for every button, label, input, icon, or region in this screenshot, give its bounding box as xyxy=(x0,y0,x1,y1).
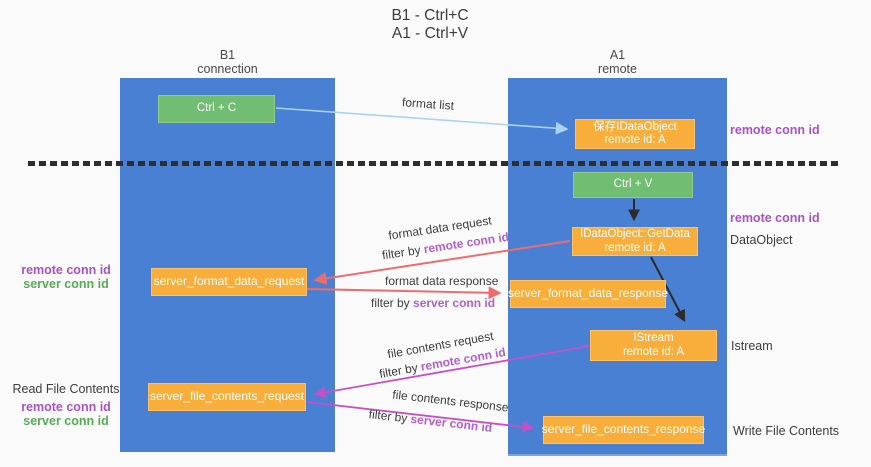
side-label-group-conn-ids-2: Read File Contents remote conn id server… xyxy=(10,382,122,428)
lane-b1-name: B1 xyxy=(219,48,236,62)
node-server-file-contents-response: server_file_contents_response xyxy=(541,416,706,444)
side-label-dataobject: DataObject xyxy=(730,233,793,247)
side-label-write-file-contents: Write File Contents xyxy=(733,424,840,438)
node-server-file-contents-request: server_file_contents_request xyxy=(148,383,306,411)
label-filter-by-server-conn-id-1: filter by server conn id xyxy=(371,296,495,310)
lane-header-a1: A1 remote xyxy=(508,48,727,76)
side-label-istream: Istream xyxy=(731,339,773,353)
side-label-group-conn-ids-1: remote conn id server conn id xyxy=(18,263,114,291)
filter-by-text: filter by xyxy=(371,296,410,310)
title-line-1: B1 - Ctrl+C xyxy=(391,7,469,24)
node-server-format-data-response: server_format_data_response xyxy=(507,280,669,308)
side-label-server-conn-id-left2: server conn id xyxy=(23,414,109,428)
side-label-remote-conn-id-left1: remote conn id xyxy=(21,263,111,277)
side-label-remote-conn-id-mid: remote conn id xyxy=(730,211,820,225)
arrow-format-data-response xyxy=(306,286,502,300)
filter-by-text: filter by xyxy=(378,360,419,382)
diagram-title: B1 - Ctrl+C A1 - Ctrl+V xyxy=(330,7,530,43)
server-conn-id-text: server conn id xyxy=(413,296,496,310)
node-ctrl-v-label: Ctrl + V xyxy=(613,178,653,191)
filter-by-text: filter by xyxy=(381,242,422,263)
node-server-format-data-request-label: server_format_data_request xyxy=(153,274,305,289)
node-getdata-line1: IDataObject::GetData xyxy=(580,228,690,240)
label-format-data-response: format data response xyxy=(385,274,499,288)
node-server-file-contents-response-label: server_file_contents_response xyxy=(541,422,706,437)
lane-a1-subtitle: remote xyxy=(598,61,637,76)
filter-by-text: filter by xyxy=(368,407,409,426)
node-istream: IStream remote id: A xyxy=(590,330,717,361)
side-label-read-file-contents: Read File Contents xyxy=(12,382,120,396)
node-istream-line2: remote id: A xyxy=(622,345,685,358)
node-server-format-data-response-label: server_format_data_response xyxy=(507,286,669,301)
node-server-format-data-request: server_format_data_request xyxy=(151,268,307,296)
node-getdata-line2: remote id: A xyxy=(604,241,666,254)
node-ctrl-c-label: Ctrl + C xyxy=(196,102,237,115)
label-format-list: format list xyxy=(401,95,455,113)
node-save-idataobject-line2: remote id: A xyxy=(604,134,666,146)
server-conn-id-text: server conn id xyxy=(409,411,493,435)
side-label-remote-conn-id-top: remote conn id xyxy=(730,123,820,137)
node-istream-line1: IStream xyxy=(633,332,674,344)
lane-a1-name: A1 xyxy=(609,48,626,62)
node-idataobject-getdata: IDataObject::GetData remote id: A xyxy=(572,227,698,256)
side-label-remote-conn-id-left2: remote conn id xyxy=(21,400,111,414)
label-filter-by-server-conn-id-2: filter by server conn id xyxy=(368,407,494,435)
node-ctrl-v: Ctrl + V xyxy=(573,172,693,198)
node-ctrl-c: Ctrl + C xyxy=(158,95,275,123)
phase-separator-dashed-line xyxy=(28,161,838,166)
node-save-idataobject-line1: 保存IDataObject xyxy=(593,120,677,133)
lane-header-b1: B1 connection xyxy=(120,48,335,76)
title-line-2: A1 - Ctrl+V xyxy=(391,25,469,42)
node-server-file-contents-request-label: server_file_contents_request xyxy=(149,389,305,404)
lane-b1-subtitle: connection xyxy=(197,61,258,76)
side-label-server-conn-id-left1: server conn id xyxy=(23,277,109,291)
node-save-idataobject: 保存IDataObject remote id: A xyxy=(575,119,695,149)
